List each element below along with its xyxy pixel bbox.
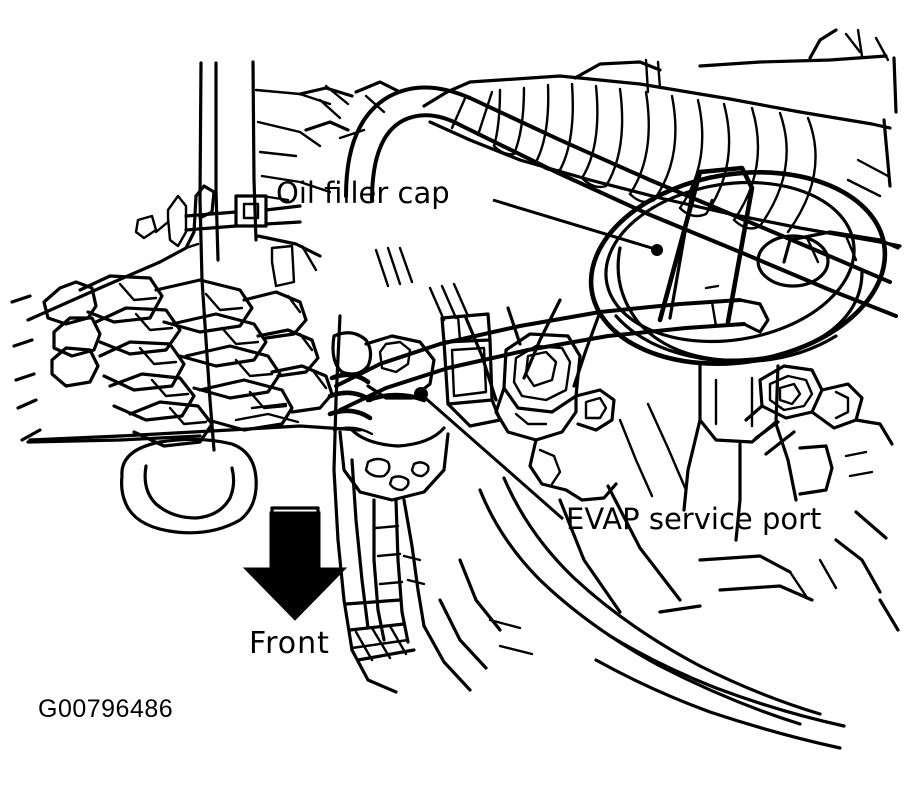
- figure-id-code: G00796486: [38, 695, 174, 723]
- harness-connector-stack: [10, 274, 334, 448]
- vertical-duct-column: [332, 314, 426, 694]
- leader-dot-oil-filler-cap: [651, 244, 663, 256]
- front-direction-label: Front: [249, 626, 330, 661]
- frame-rail: [26, 184, 216, 322]
- leader-oil-filler-cap: [492, 198, 663, 256]
- vertical-bracket-rod: [134, 60, 402, 452]
- evap-port-valve-body: [327, 331, 450, 644]
- cowl-surface: [26, 402, 362, 444]
- background-panel-edges: [464, 56, 898, 498]
- leader-dot-evap-service-port: [414, 387, 428, 401]
- rubber-grommet-cap: [120, 437, 258, 535]
- callout-label-oil-filler-cap: Oil filler cap: [276, 176, 450, 210]
- lower-hose-clamp: [682, 364, 894, 542]
- leader-evap-service-port: [414, 387, 564, 521]
- callout-label-evap-service-port: EVAP service port: [566, 502, 822, 536]
- lower-shroud-panel: [422, 476, 900, 750]
- front-direction-arrow: [242, 511, 348, 621]
- oil-filler-cap: [588, 165, 888, 444]
